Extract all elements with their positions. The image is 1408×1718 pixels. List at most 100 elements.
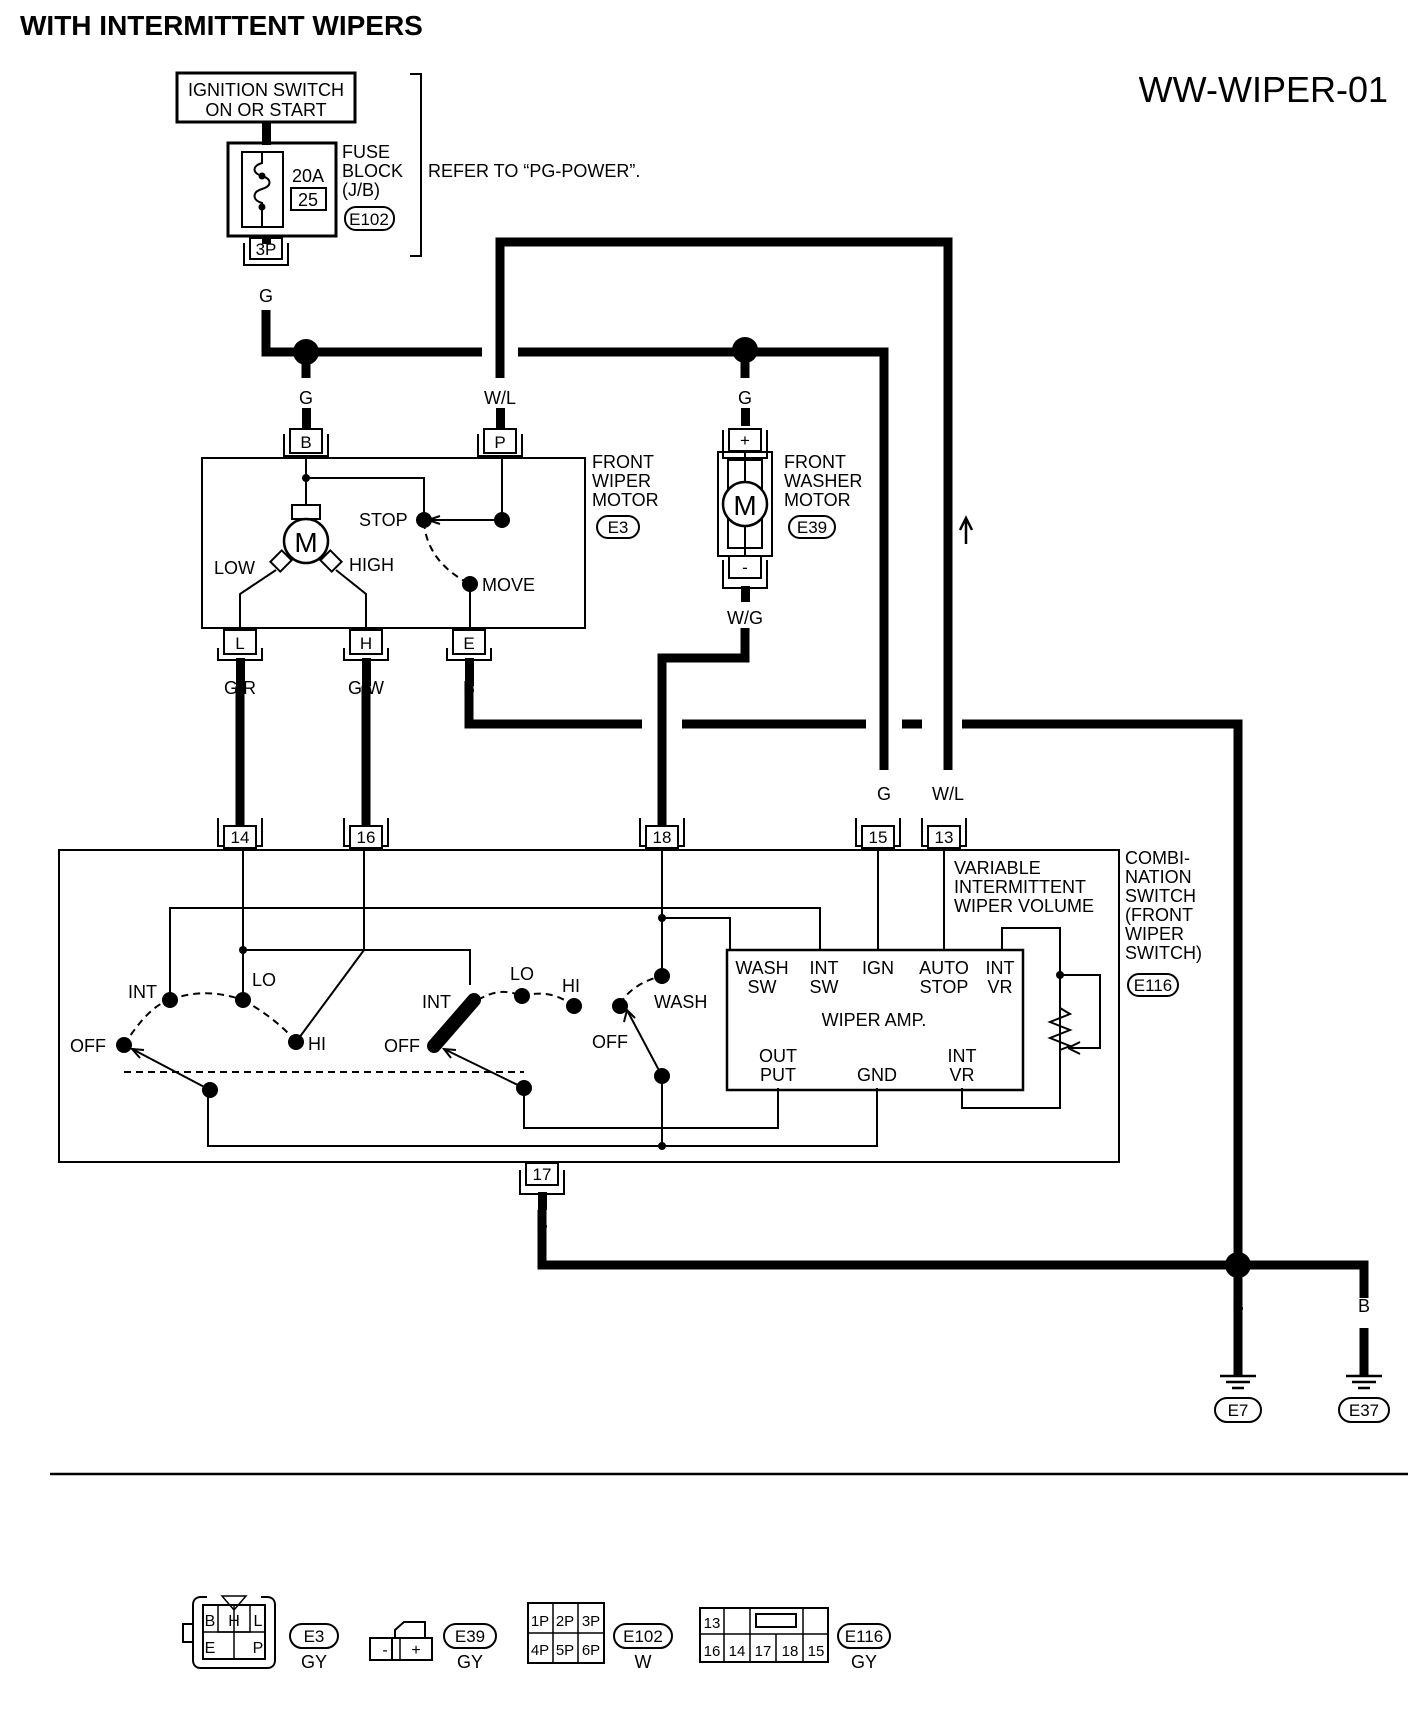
page-title: WITH INTERMITTENT WIPERS bbox=[20, 10, 423, 41]
wire-color-wl-p: W/L bbox=[484, 388, 516, 408]
ignition-switch: IGNITION SWITCH ON OR START bbox=[175, 71, 357, 124]
connector-legend-e116: 13 16 14 17 18 15 E116 GY bbox=[699, 1607, 891, 1672]
wire-b-motor-e-4 bbox=[962, 719, 1243, 1265]
svg-text:B: B bbox=[205, 1613, 216, 1630]
svg-text:1P: 1P bbox=[531, 1613, 549, 1630]
ignition-label-1: IGNITION SWITCH bbox=[188, 80, 344, 100]
int-switch-int-label: INT bbox=[422, 992, 451, 1012]
vr-label-1: VARIABLE bbox=[954, 858, 1041, 878]
svg-text:INT: INT bbox=[948, 1046, 977, 1066]
ground-e37: E37 bbox=[1338, 1374, 1390, 1423]
fuse-label-3: (J/B) bbox=[342, 180, 380, 200]
combi-connector: E116 bbox=[1134, 976, 1172, 995]
svg-text:M: M bbox=[733, 490, 756, 521]
svg-text:GY: GY bbox=[851, 1652, 877, 1672]
current-flow-arrow bbox=[958, 515, 974, 544]
svg-text:IGN: IGN bbox=[862, 958, 894, 978]
fuse-element bbox=[253, 152, 271, 227]
washer-minus-terminal: - bbox=[742, 558, 748, 577]
fuse-label-2: BLOCK bbox=[342, 161, 403, 181]
splice-b-ground bbox=[1225, 1252, 1251, 1278]
svg-text:PUT: PUT bbox=[760, 1065, 796, 1085]
stop-move-arc bbox=[423, 521, 471, 585]
int-contact-bar bbox=[427, 993, 481, 1053]
fuse-amp: 20A bbox=[292, 166, 324, 186]
wire-color-g-b: G bbox=[299, 388, 313, 408]
svg-text:+: + bbox=[411, 1642, 420, 1659]
switch-hi-label: HI bbox=[308, 1034, 326, 1054]
int-switch-off-label: OFF bbox=[384, 1036, 420, 1056]
variable-resistor bbox=[1047, 1000, 1073, 1072]
fuse-label-1: FUSE bbox=[342, 142, 390, 162]
combination-switch: 14 16 18 15 13 17 bbox=[58, 818, 1120, 1210]
svg-text:AUTO: AUTO bbox=[919, 958, 969, 978]
svg-text:16: 16 bbox=[704, 1643, 721, 1660]
combi-label-1: COMBI- bbox=[1125, 848, 1190, 868]
wire-wg-washer bbox=[657, 628, 750, 826]
combi-connector-badge bbox=[1127, 973, 1179, 997]
combi-label-2: NATION bbox=[1125, 867, 1192, 887]
wiper-motor-connector: E3 bbox=[608, 518, 629, 537]
pin-15: 15 bbox=[855, 818, 901, 849]
svg-text:WASH: WASH bbox=[735, 958, 788, 978]
terminal-3p: 3P bbox=[243, 237, 289, 266]
pin-16: 16 bbox=[343, 818, 389, 849]
splice-g-left bbox=[293, 339, 319, 365]
vr-label-2: INTERMITTENT bbox=[954, 877, 1086, 897]
washer-motor-connector-badge bbox=[788, 515, 836, 539]
fuse-lead bbox=[262, 236, 271, 244]
vr-label-3: WIPER VOLUME bbox=[954, 896, 1094, 916]
switch-lo-label: LO bbox=[252, 970, 276, 990]
washer-plus-terminal: + bbox=[740, 431, 750, 450]
svg-text:STOP: STOP bbox=[920, 977, 969, 997]
combi-label-6: SWITCH) bbox=[1125, 943, 1202, 963]
wire-color-g-fuse: G bbox=[259, 286, 273, 306]
fuse-connector-badge bbox=[344, 206, 395, 231]
pin-14: 14 bbox=[217, 818, 263, 849]
svg-text:14: 14 bbox=[729, 1643, 746, 1660]
washer-motor-label-2: WASHER bbox=[784, 471, 862, 491]
svg-text:GY: GY bbox=[457, 1652, 483, 1672]
int-switch-hi-label: HI bbox=[562, 976, 580, 996]
svg-text:M: M bbox=[294, 527, 317, 558]
svg-text:17: 17 bbox=[533, 1165, 552, 1184]
svg-text:4P: 4P bbox=[531, 1642, 549, 1659]
wash-label: WASH bbox=[654, 992, 707, 1012]
washer-motor-symbol bbox=[721, 480, 769, 528]
svg-text:13: 13 bbox=[935, 828, 954, 847]
connector-legend-e3: B H L E P E3 GY bbox=[182, 1595, 339, 1672]
wire-color-gw: G/W bbox=[348, 678, 384, 698]
front-wiper-motor: B P M STOP MOVE LOW HIGH bbox=[201, 408, 586, 686]
svg-text:E3: E3 bbox=[304, 1627, 325, 1646]
svg-text:3P: 3P bbox=[256, 240, 277, 259]
svg-text:W: W bbox=[635, 1652, 652, 1672]
terminal-b: B bbox=[283, 408, 329, 457]
svg-text:6P: 6P bbox=[582, 1642, 600, 1659]
svg-text:-: - bbox=[382, 1642, 387, 1659]
terminal-p: P bbox=[477, 408, 523, 457]
svg-text:INT: INT bbox=[986, 958, 1015, 978]
wire-wl-loop bbox=[495, 237, 953, 770]
wiper-amp: WASH SW INT SW IGN AUTO STOP INT VR WIPE… bbox=[725, 948, 1025, 1092]
svg-text:B: B bbox=[300, 433, 311, 452]
washer-motor-connector: E39 bbox=[797, 518, 827, 537]
svg-text:P: P bbox=[253, 1640, 264, 1657]
wire-b-combi-17 bbox=[537, 1210, 1369, 1298]
pin-17: 17 bbox=[519, 1162, 565, 1210]
wiper-motor-connector-badge bbox=[596, 515, 640, 539]
svg-text:18: 18 bbox=[782, 1643, 799, 1660]
terminal-e: E bbox=[446, 629, 492, 661]
svg-text:VR: VR bbox=[987, 977, 1012, 997]
svg-text:OUT: OUT bbox=[759, 1046, 797, 1066]
low-label: LOW bbox=[214, 558, 255, 578]
high-label: HIGH bbox=[349, 555, 394, 575]
svg-text:P: P bbox=[494, 433, 505, 452]
svg-text:E102: E102 bbox=[623, 1627, 663, 1646]
combi-label-3: SWITCH bbox=[1125, 886, 1196, 906]
wiper-motor-symbol bbox=[282, 517, 330, 565]
switch-internal-wiring bbox=[169, 848, 1101, 1147]
svg-text:H: H bbox=[360, 634, 372, 653]
pin-13: 13 bbox=[921, 818, 967, 849]
wire-color-b-e37: B bbox=[1358, 1296, 1370, 1316]
